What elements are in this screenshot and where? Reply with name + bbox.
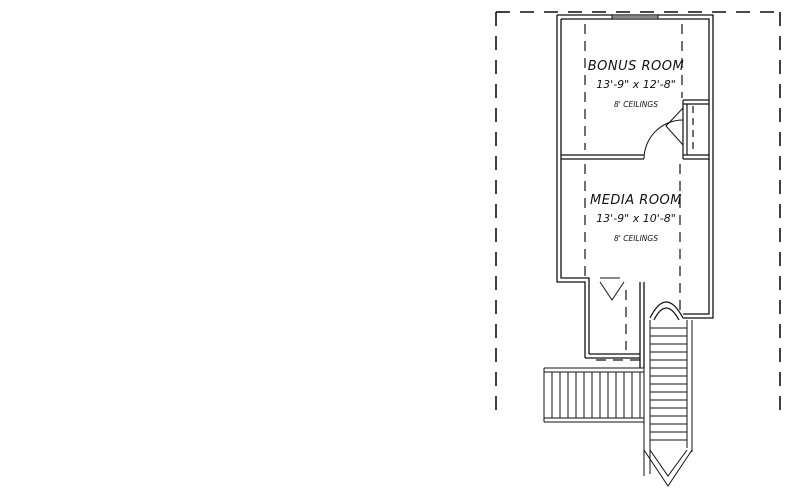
media-room-label: MEDIA ROOM 13'-9" x 10'-8" 8' CEILINGS [590,193,682,243]
stair-vertical [643,320,693,487]
bonus-room-ceiling: 8' CEILINGS [614,100,658,109]
stair-horizontal [543,367,644,423]
roof-outline [495,11,781,418]
media-room-ceiling: 8' CEILINGS [614,234,658,243]
bonus-room-name: BONUS ROOM [588,59,685,74]
closet [682,99,709,159]
media-room-dimensions: 13'-9" x 10'-8" [596,212,676,225]
top-window [611,15,659,19]
bonus-room-label: BONUS ROOM 13'-9" x 12'-8" 8' CEILINGS [588,59,685,109]
ceiling-dashes [584,24,683,361]
exterior-walls [556,14,714,368]
bonus-room-dimensions: 13'-9" x 12'-8" [596,78,676,91]
stair-landing-top [649,301,684,321]
media-room-door [599,277,625,301]
bonus-room-door [643,107,684,160]
partition-wall [561,154,709,160]
media-room-name: MEDIA ROOM [590,193,682,208]
